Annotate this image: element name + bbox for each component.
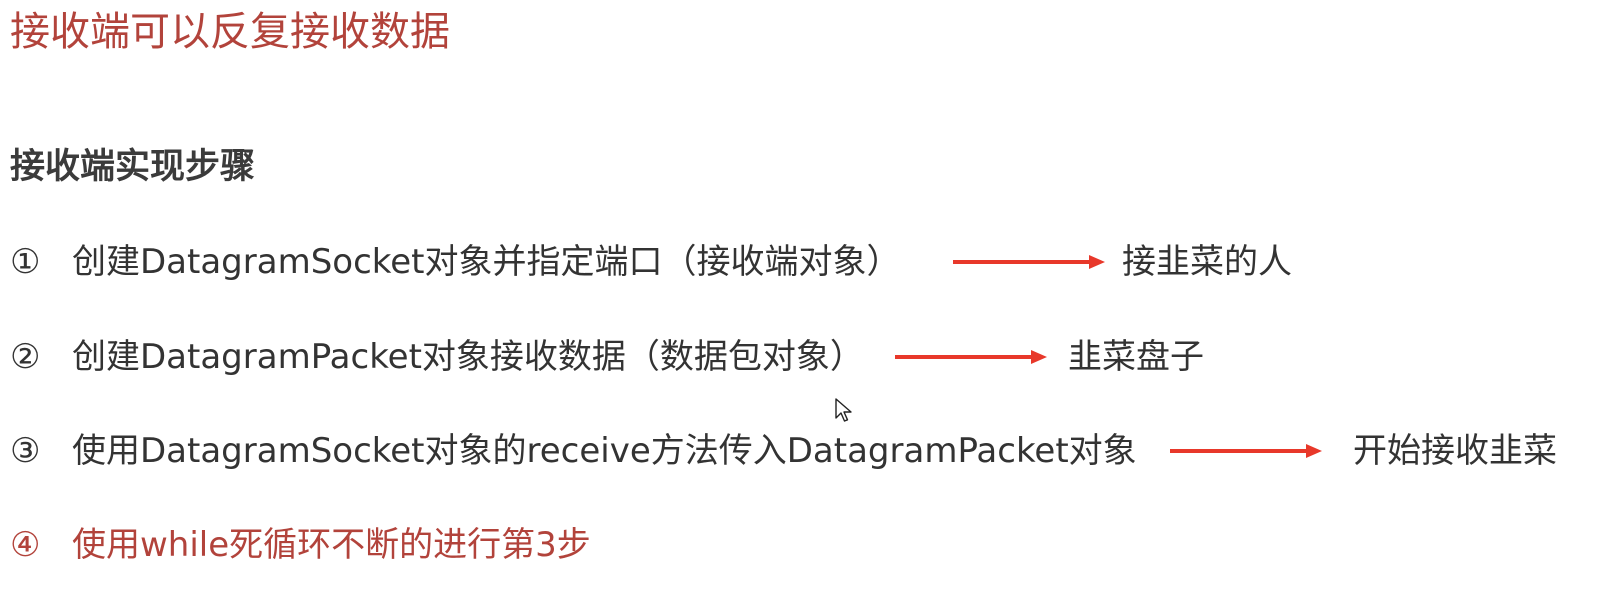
step-text: 使用DatagramSocket对象的receive方法传入DatagramPa… — [72, 431, 1137, 471]
step-number: ② — [10, 337, 41, 377]
right-arrow-icon — [953, 255, 1105, 269]
section-heading: 接收端实现步骤 — [10, 147, 256, 187]
step-text: 创建DatagramPacket对象接收数据（数据包对象） — [72, 337, 864, 377]
page-title: 接收端可以反复接收数据 — [10, 9, 450, 55]
step-analogy-label: 开始接收韭菜 — [1353, 431, 1557, 471]
step-text: 创建DatagramSocket对象并指定端口（接收端对象） — [72, 242, 901, 282]
step-text: 使用while死循环不断的进行第3步 — [72, 525, 591, 565]
step-number: ① — [10, 242, 41, 282]
step-number: ④ — [10, 525, 41, 565]
step-4: ④ 使用while死循环不断的进行第3步 — [0, 523, 1618, 567]
mouse-pointer-icon — [835, 398, 852, 422]
right-arrow-icon — [895, 350, 1047, 364]
step-analogy-label: 接韭菜的人 — [1122, 242, 1292, 282]
step-1: ① 创建DatagramSocket对象并指定端口（接收端对象） 接韭菜的人 — [0, 240, 1618, 284]
step-analogy-label: 韭菜盘子 — [1068, 337, 1204, 377]
step-number: ③ — [10, 431, 41, 471]
right-arrow-icon — [1170, 444, 1322, 458]
step-3: ③ 使用DatagramSocket对象的receive方法传入Datagram… — [0, 429, 1618, 473]
step-2: ② 创建DatagramPacket对象接收数据（数据包对象） 韭菜盘子 — [0, 335, 1618, 379]
